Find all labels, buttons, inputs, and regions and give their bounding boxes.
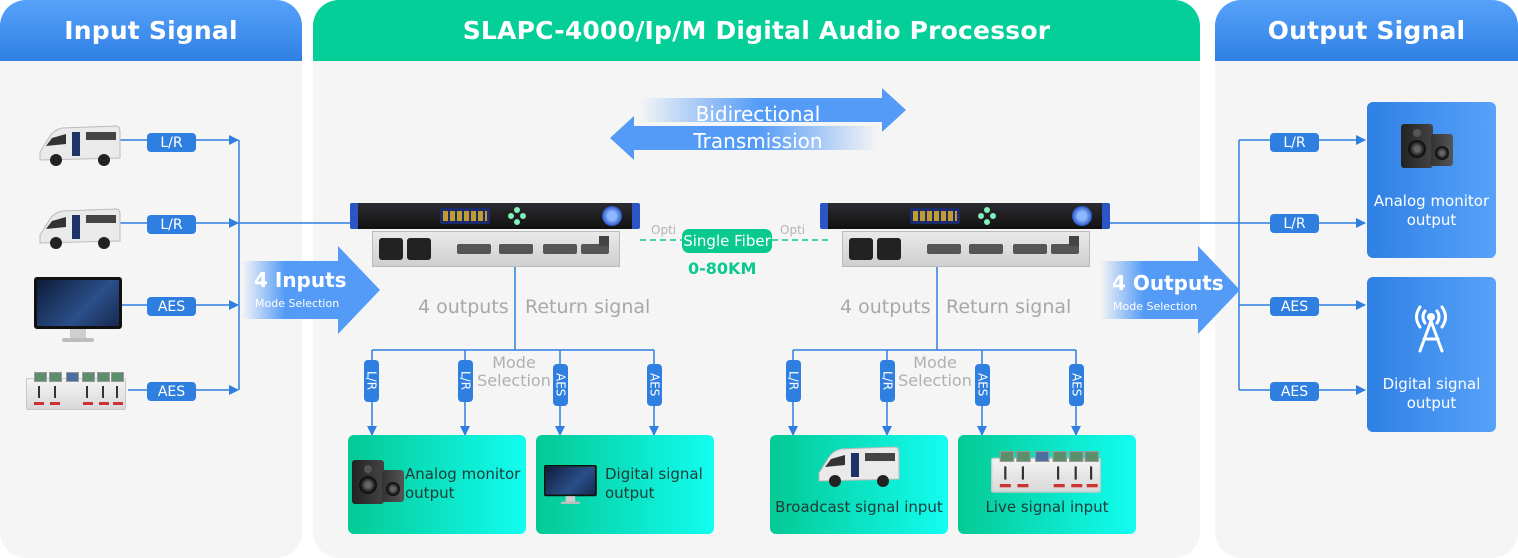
broadcast-signal-input-box: Broadcast signal input [770,435,948,534]
left-outputs-label: 4 outputs [418,296,509,318]
left-branch-tag-3: AES [553,364,568,406]
left-branch-tag-1: L/R [364,360,379,402]
broadcast-van-icon [815,443,901,491]
input-tag-1: L/R [147,133,196,152]
monitor-display-icon [34,277,122,343]
outputs-arrow-title: 4 Outputs [1112,271,1224,295]
monitor-display-icon [544,465,597,505]
inputs-arrow-title: 4 Inputs [254,268,347,292]
inputs-arrow-subtitle: Mode Selection [255,297,340,310]
input-tag-4: AES [147,382,196,401]
bidirectional-line1: Bidirectional [695,102,821,126]
processor-unit-right [820,203,1110,267]
output-tag-3: AES [1270,297,1319,316]
mixing-console-icon [991,451,1101,493]
opti-label-right: Opti [780,223,806,237]
mixing-console-icon [26,372,126,410]
right-branch-tag-3: AES [975,364,990,406]
left-branch-tag-4: AES [647,364,662,406]
processor-title: SLAPC-4000/Ip/M Digital Audio Processor [313,0,1200,61]
analog-monitor-output-box: Analog monitor output [348,435,526,534]
input-tag-3: AES [147,297,196,316]
digital-signal-output-box: Digital signal output [536,435,714,534]
right-outputs-label: 4 outputs [840,296,931,318]
opti-label-left: Opti [651,223,677,237]
broadcast-tower-icon [1415,305,1447,353]
inputs-flow-arrow: 4 Inputs Mode Selection [242,246,380,334]
input-tag-2: L/R [147,215,196,234]
outputs-flow-arrow: 4 Outputs Mode Selection [1100,246,1240,334]
live-signal-input-box: Live signal input [958,435,1136,534]
processor-unit-left [350,203,640,267]
input-signal-title: Input Signal [0,0,302,61]
left-branch-tag-2: L/R [458,360,473,402]
output-signal-title: Output Signal [1215,0,1518,61]
digital-signal-output-card: Digital signal output [1367,277,1496,432]
broadcast-van-icon [36,122,122,170]
output-tag-2: L/R [1270,214,1319,233]
right-mode-selection: Mode Selection [898,353,972,390]
right-branch-tag-2: L/R [880,360,895,402]
analog-monitor-output-card: Analog monitor output [1367,102,1496,258]
outputs-arrow-subtitle: Mode Selection [1113,300,1198,313]
right-branch-tag-1: L/R [786,360,801,402]
bidirectional-line2: Transmission [693,129,823,153]
right-return-label: Return signal [946,296,1072,318]
fiber-distance: 0-80KM [688,259,757,278]
left-mode-selection: Mode Selection [477,353,551,390]
output-tag-1: L/R [1270,133,1319,152]
bidirectional-transmission-arrow: Bidirectional Transmission [610,88,906,160]
left-return-label: Return signal [525,296,651,318]
broadcast-van-icon [36,205,122,253]
right-branch-tag-4: AES [1069,364,1084,406]
single-fiber-badge: Single Fiber [682,229,772,253]
output-tag-4: AES [1270,382,1319,401]
